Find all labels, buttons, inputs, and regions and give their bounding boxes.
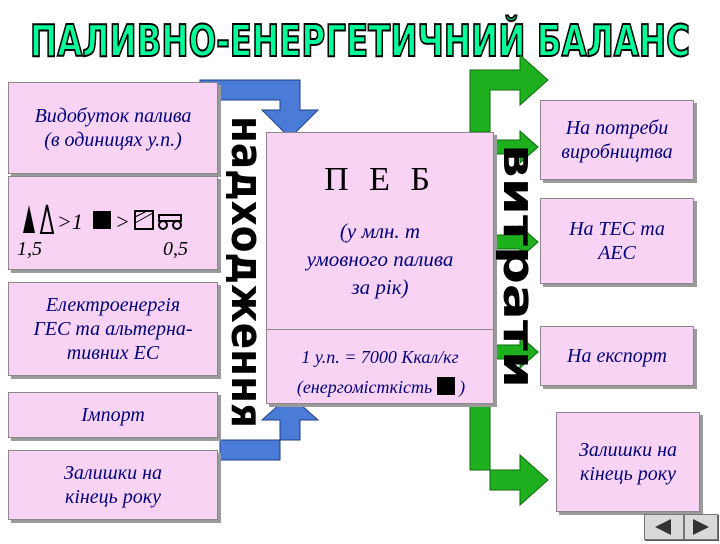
back-icon [655,519,671,535]
right-box-3-line1: На експорт [567,345,667,367]
expense-label-visible: витрати [496,144,542,388]
ratio-box: >1 > 1,5 0,5 [8,176,218,270]
ratio-val2: 0,5 [163,238,188,260]
forward-button[interactable] [684,514,718,540]
stock-start-line1: Залишки на [64,462,162,484]
expense-label: витрати витрати [493,140,544,390]
stock-start-line2: кінець року [64,486,162,508]
center-caption-end: ) [459,377,466,397]
income-label-text: надходження [222,116,270,428]
electricity-box: Електроенергія ГЕС та альтерна- тивних Е… [8,282,218,376]
right-box-export: На експорт [540,326,694,386]
right-box-2-line1: На ТЕС та [569,218,665,240]
right-box-4-line2: кінець року [579,463,677,485]
electricity-line1: Електроенергія [45,294,181,316]
title-text: ПАЛИВНО-ЕНЕРГЕТИЧНИЙ БАЛАНС [30,14,690,67]
electricity-line3: тивних ЕС [66,342,160,364]
right-box-stock-end: Залишки на кінець року [556,412,700,512]
stock-start-box: Залишки на кінець року [8,450,218,520]
production-line1: Видобуток палива [34,105,192,127]
center-caption-text: (енергомісткість [296,377,433,397]
center-line1: (у млн. т [339,219,421,243]
center-box: П Е Б (у млн. т умовного палива за рік) … [266,132,494,404]
expense-arrow-3 [493,334,539,370]
ratio-val1: 1,5 [17,238,42,260]
right-box-2-line2: АЕС [598,242,636,264]
forward-icon [693,519,709,535]
center-formula: 1 у.п. = 7000 Ккал/кг [301,347,459,367]
import-box: Імпорт [8,392,218,438]
income-arrow-bottom [219,394,320,461]
right-box-4-line1: Залишки на [579,439,677,461]
production-box: Видобуток палива (в одиницях у.п.) [8,82,218,174]
electricity-line2: ГЕС та альтерна- [33,318,193,340]
income-arrow-top [199,79,320,139]
right-box-1-line2: виробництва [561,141,673,163]
expense-arrow-top [469,53,549,133]
right-box-tes-aes: На ТЕС та АЕС [540,198,694,284]
income-label: надходження [221,112,272,432]
expense-arrow-1 [493,129,539,165]
right-box-production: На потреби виробництва [540,100,694,180]
coal-icon [436,377,455,395]
fuel-ratio-icon: >1 > 1,5 0,5 [17,204,188,260]
expense-arrow-bottom [469,403,549,507]
import-label: Імпорт [81,404,145,426]
right-box-1-line1: На потреби [565,117,669,139]
back-button[interactable] [644,514,684,540]
center-title: П Е Б [324,161,436,198]
expense-arrow-2 [493,224,539,260]
ratio-gt2: > [115,209,130,234]
center-line2: умовного палива [306,247,454,271]
ratio-gt1: >1 [57,209,83,234]
center-caption: (енергомісткість ) [271,377,491,398]
production-line2: (в одиницях у.п.) [44,129,182,151]
page-title: ПАЛИВНО-ЕНЕРГЕТИЧНИЙ БАЛАНС [29,13,691,68]
center-line3: за рік) [351,275,409,299]
